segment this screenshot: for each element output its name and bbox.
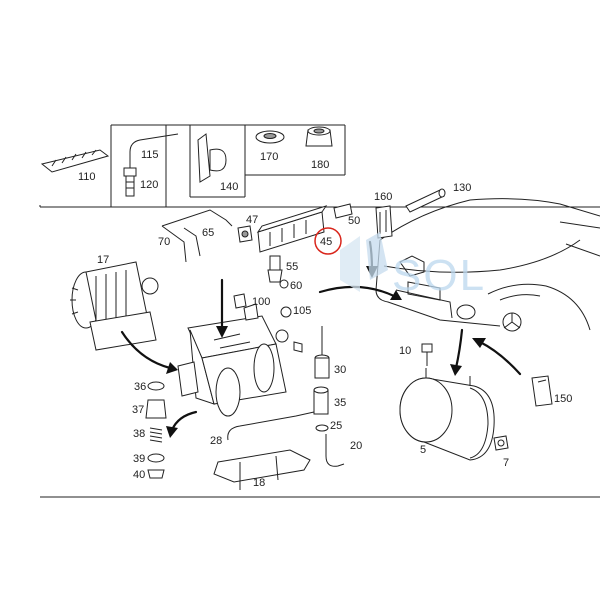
label-120: 120 <box>140 179 158 191</box>
tube-130 <box>405 188 446 213</box>
label-38: 38 <box>133 428 145 440</box>
label-39: 39 <box>133 453 145 465</box>
label-35: 35 <box>334 397 346 409</box>
rubber-sleeve-part <box>305 126 333 147</box>
label-10: 10 <box>399 345 411 357</box>
watermark-text: SOL <box>392 251 486 300</box>
bolt-10 <box>421 343 433 366</box>
label-160: 160 <box>374 191 392 203</box>
inset-frame <box>39 124 600 208</box>
clip-strip-part <box>40 149 110 173</box>
label-130: 130 <box>453 182 471 194</box>
valve-block-45 <box>256 205 328 253</box>
label-60: 60 <box>290 280 302 292</box>
label-18: 18 <box>253 477 265 489</box>
label-17: 17 <box>97 254 109 266</box>
fitting-60 <box>279 279 289 289</box>
pipe-fitting-part <box>123 133 179 197</box>
label-7: 7 <box>503 457 509 469</box>
label-55: 55 <box>286 261 298 273</box>
label-170: 170 <box>260 151 278 163</box>
hose-70-65 <box>161 209 233 263</box>
label-30: 30 <box>334 364 346 376</box>
drain-plug-7 <box>493 435 509 451</box>
label-115: 115 <box>141 149 159 161</box>
check-valve-55 <box>267 255 283 283</box>
pipe-28 <box>227 411 315 441</box>
fitting-47-part <box>237 225 253 243</box>
label-45: 45 <box>320 236 332 248</box>
label-20: 20 <box>350 440 362 452</box>
label-28: 28 <box>210 435 222 447</box>
watermark: SOL <box>340 232 486 300</box>
label-100: 100 <box>252 296 270 308</box>
sensor-160 <box>375 205 393 239</box>
label-50: 50 <box>348 215 360 227</box>
label-140: 140 <box>220 181 238 193</box>
label-150: 150 <box>554 393 572 405</box>
label-105: 105 <box>293 305 311 317</box>
seal-25 <box>315 424 329 432</box>
sensor-50-part <box>333 203 353 219</box>
washer-39 <box>147 453 165 463</box>
dryer-35 <box>313 386 329 415</box>
bracket-18 <box>213 449 311 490</box>
label-37: 37 <box>132 404 144 416</box>
highlight-circle <box>314 227 342 255</box>
label-25: 25 <box>330 420 342 432</box>
nut-40 <box>147 469 165 479</box>
reservoir-5 <box>399 368 495 461</box>
bracket-clip-part <box>197 133 227 183</box>
valve-block-assembly <box>177 303 303 417</box>
bolt-100 <box>233 293 247 309</box>
air-dryer-30 <box>314 326 330 379</box>
label-65: 65 <box>202 227 214 239</box>
grommet-part <box>255 130 285 144</box>
label-70: 70 <box>158 236 170 248</box>
label-40: 40 <box>133 469 145 481</box>
label-110: 110 <box>78 171 96 183</box>
grommet-105 <box>280 306 292 318</box>
compressor-17 <box>70 261 159 351</box>
spring-38 <box>149 427 163 443</box>
washer-36 <box>147 381 165 391</box>
label-180: 180 <box>311 159 329 171</box>
part-labels: 110 115 120 140 170 180 160 130 70 65 47… <box>78 149 572 489</box>
rubber-mount-37 <box>145 399 167 419</box>
label-36: 36 <box>134 381 146 393</box>
pipe-20 <box>325 434 345 467</box>
sensor-150 <box>531 375 553 407</box>
mount-stack <box>145 381 167 479</box>
label-5: 5 <box>420 444 426 456</box>
label-47: 47 <box>246 214 258 226</box>
